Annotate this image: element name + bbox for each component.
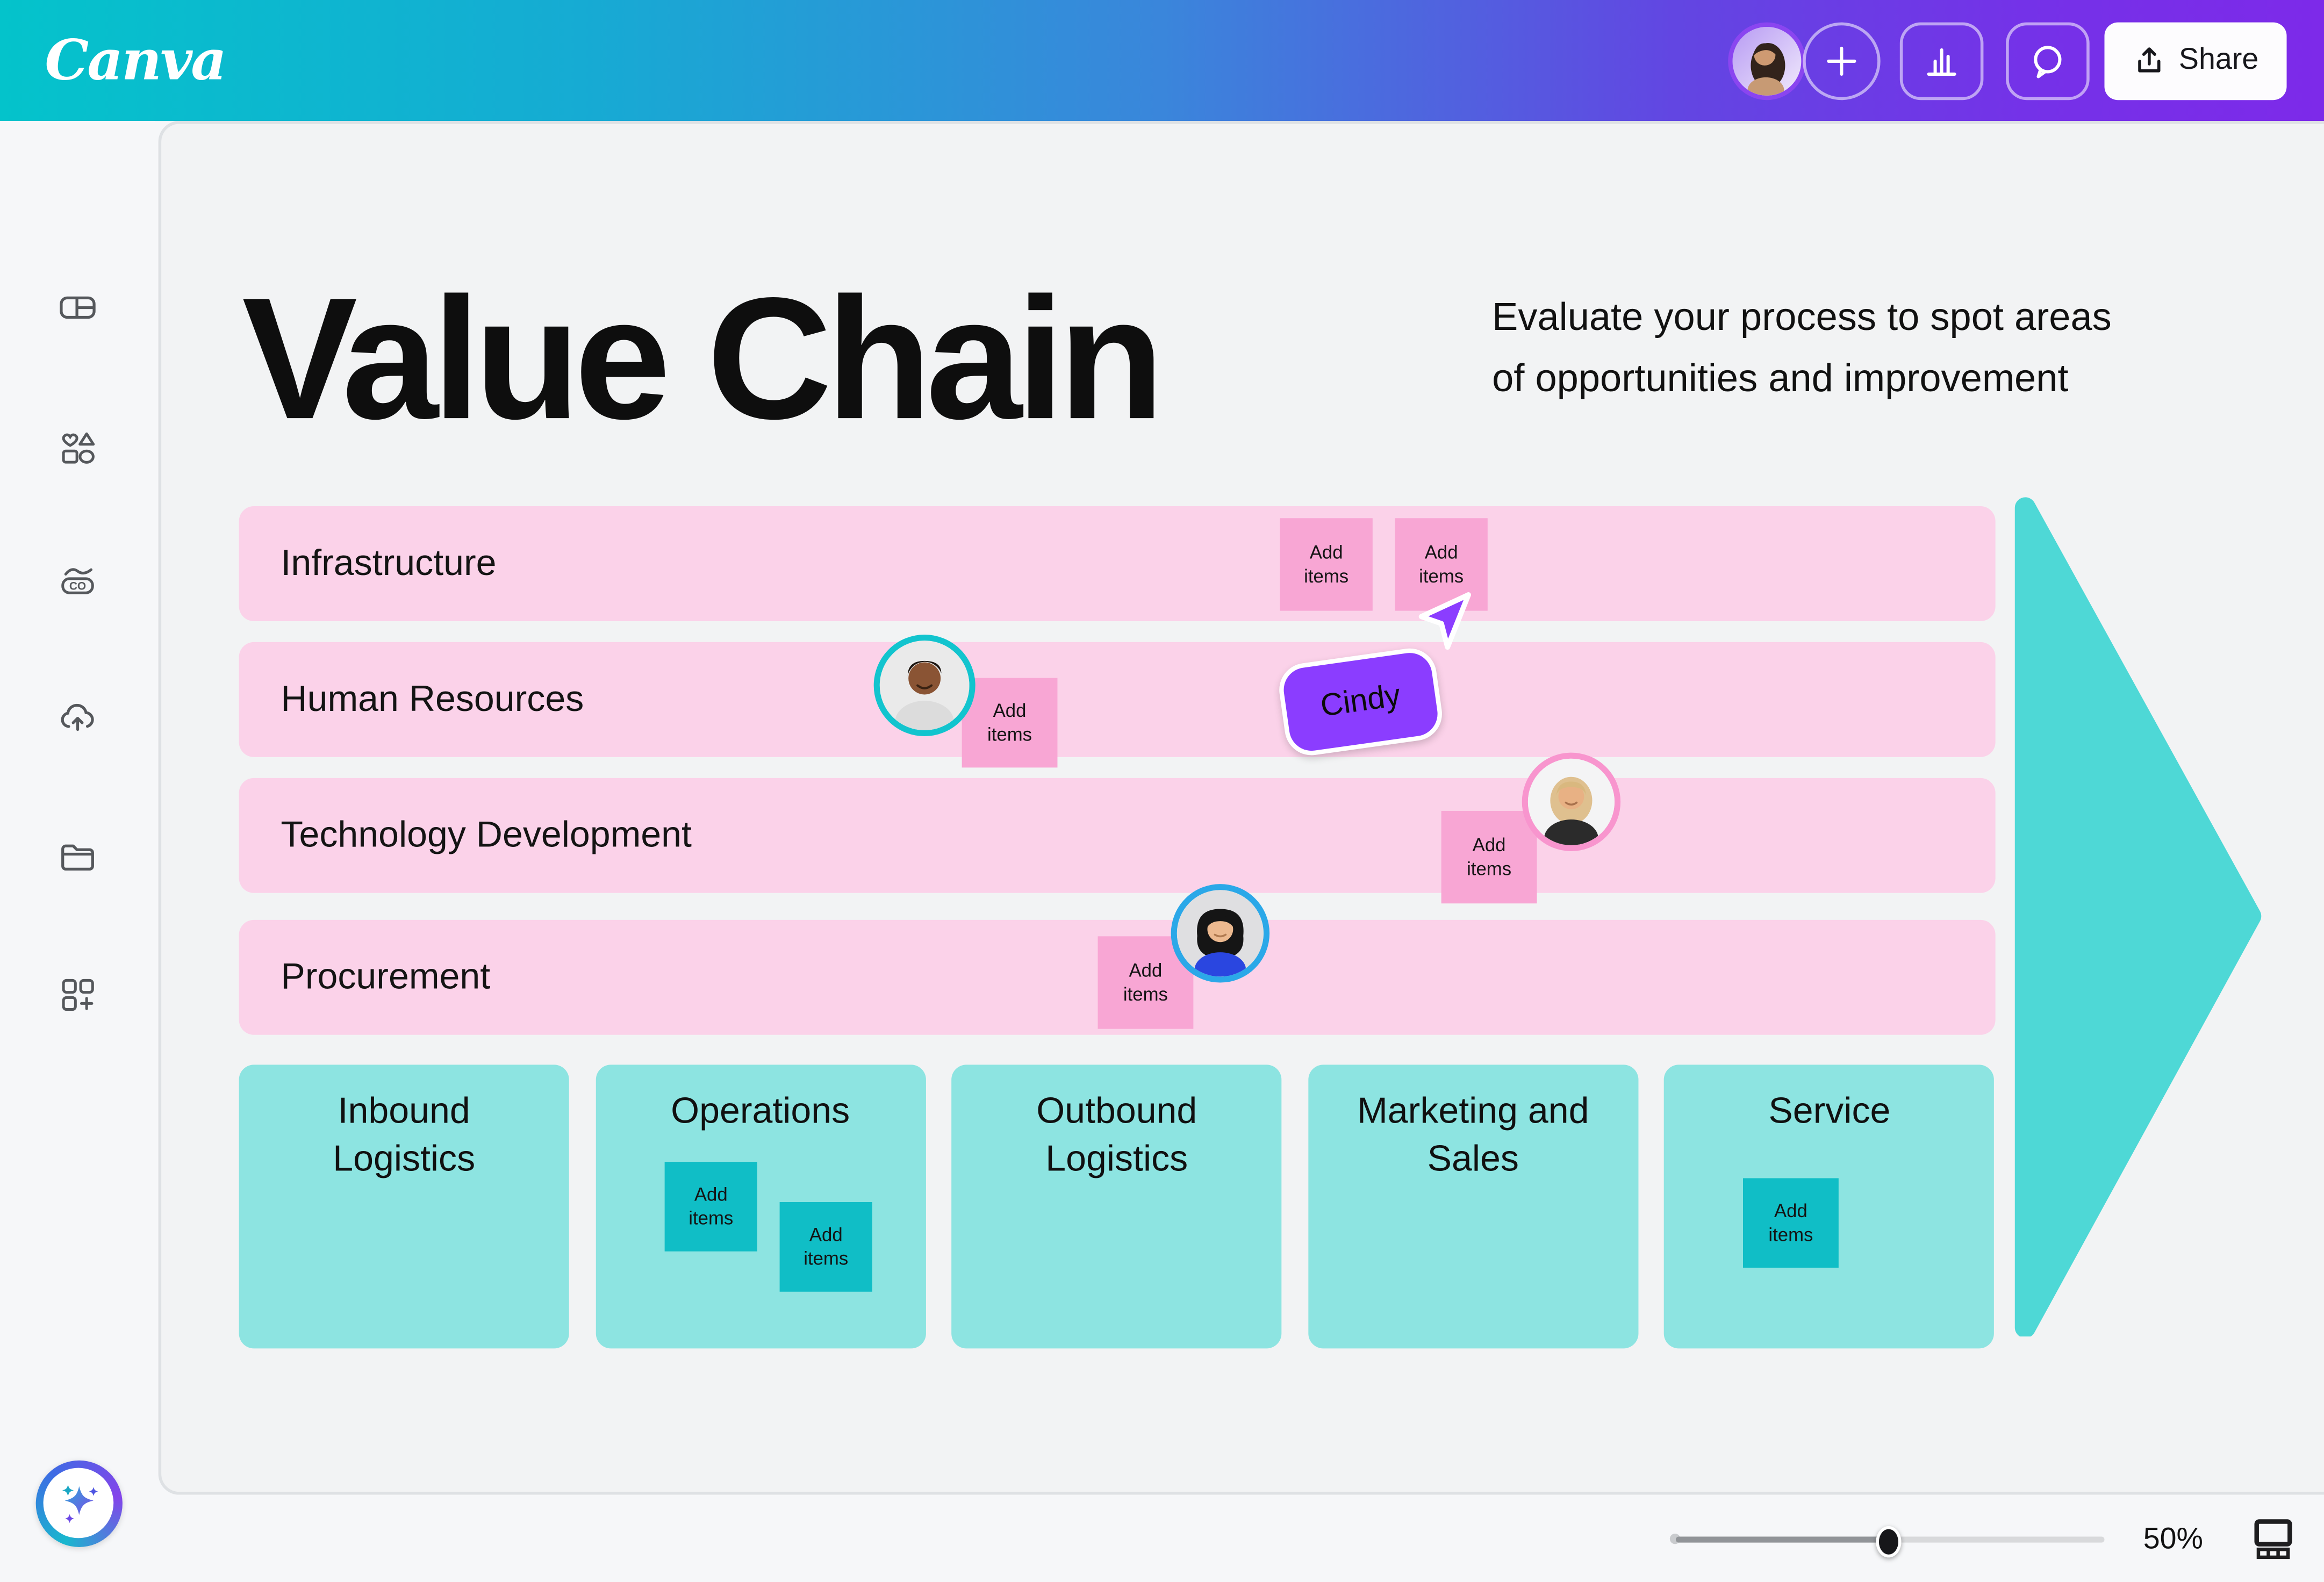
folder-icon bbox=[61, 844, 94, 871]
sidebar-item-projects[interactable] bbox=[58, 838, 97, 876]
column-operations[interactable]: Operations bbox=[595, 1065, 926, 1349]
collaborator-avatar-man[interactable] bbox=[873, 635, 975, 737]
bar-chart-icon bbox=[1927, 47, 1956, 75]
plus-icon bbox=[1827, 46, 1856, 75]
column-marketing-and-sales[interactable]: Marketing and Sales bbox=[1308, 1065, 1638, 1349]
grid-view-icon bbox=[2254, 1518, 2292, 1558]
templates-icon bbox=[60, 296, 96, 319]
insights-button[interactable] bbox=[1899, 21, 1984, 99]
svg-text:CO: CO bbox=[69, 580, 86, 593]
row-human-resources[interactable]: Human Resources bbox=[239, 642, 1996, 757]
collaborator-cursor-icon bbox=[1416, 591, 1475, 654]
top-bar: Canva bbox=[0, 0, 2324, 121]
ai-assistant-button[interactable] bbox=[35, 1459, 122, 1547]
sticky-note[interactable]: Add items bbox=[1395, 518, 1488, 611]
sticky-note[interactable]: Add items bbox=[664, 1161, 757, 1252]
share-button[interactable]: Share bbox=[2104, 21, 2287, 99]
user-avatar-image bbox=[1732, 26, 1802, 95]
share-button-label: Share bbox=[2178, 43, 2259, 76]
sticky-note[interactable]: Add items bbox=[1441, 810, 1537, 904]
apps-icon bbox=[62, 979, 94, 1011]
row-infrastructure[interactable]: Infrastructure bbox=[239, 506, 1996, 622]
value-chain-arrow[interactable] bbox=[2013, 496, 2267, 1337]
sticky-note[interactable]: Add items bbox=[962, 678, 1058, 768]
elements-icon bbox=[62, 432, 95, 464]
row-technology-development[interactable]: Technology Development bbox=[239, 778, 1996, 893]
collaborator-avatar-blonde-woman[interactable] bbox=[1522, 752, 1621, 851]
zoom-slider-handle[interactable] bbox=[1876, 1525, 1902, 1557]
design-canvas[interactable]: Value Chain Evaluate your process to spo… bbox=[158, 121, 2324, 1494]
man-photo bbox=[879, 641, 970, 730]
column-outbound-logistics[interactable]: Outbound Logistics bbox=[951, 1065, 1282, 1349]
sticky-note[interactable]: Add items bbox=[1280, 518, 1373, 611]
sticky-note[interactable]: Add items bbox=[1742, 1178, 1839, 1268]
zoom-level[interactable]: 50% bbox=[2143, 1522, 2203, 1556]
sticky-note[interactable]: Add items bbox=[779, 1202, 872, 1292]
add-design-button[interactable] bbox=[1803, 21, 1881, 99]
design-subtitle[interactable]: Evaluate your process to spot areas of o… bbox=[1492, 294, 2112, 400]
sidebar-item-apps[interactable] bbox=[58, 975, 97, 1014]
canva-logo[interactable]: Canva bbox=[45, 27, 226, 93]
sidebar-item-brand[interactable]: CO bbox=[58, 562, 97, 600]
design-title[interactable]: Value Chain bbox=[242, 261, 1164, 456]
blonde-woman-photo bbox=[1527, 758, 1615, 845]
brand-icon: CO bbox=[61, 568, 94, 594]
share-upload-icon bbox=[2137, 46, 2160, 72]
sticky-note[interactable]: Add items bbox=[1098, 936, 1194, 1029]
sidebar-item-templates[interactable] bbox=[58, 288, 97, 327]
user-avatar[interactable] bbox=[1728, 21, 1806, 99]
grid-view-button[interactable] bbox=[2253, 1516, 2294, 1558]
dark-haired-woman-photo bbox=[1177, 890, 1264, 977]
sparkles-icon bbox=[61, 1484, 97, 1522]
sidebar: CO bbox=[0, 121, 156, 1582]
sidebar-item-uploads[interactable] bbox=[58, 699, 97, 738]
cloud-upload-icon bbox=[61, 703, 94, 731]
bottom-bar: 50% bbox=[0, 1459, 2324, 1582]
column-inbound-logistics[interactable]: Inbound Logistics bbox=[239, 1065, 569, 1349]
sidebar-item-elements[interactable] bbox=[58, 429, 97, 468]
comments-button[interactable] bbox=[2006, 21, 2090, 99]
comment-bubble-icon bbox=[2034, 45, 2062, 78]
collaborator-avatar-dark-haired-woman[interactable] bbox=[1171, 884, 1270, 983]
